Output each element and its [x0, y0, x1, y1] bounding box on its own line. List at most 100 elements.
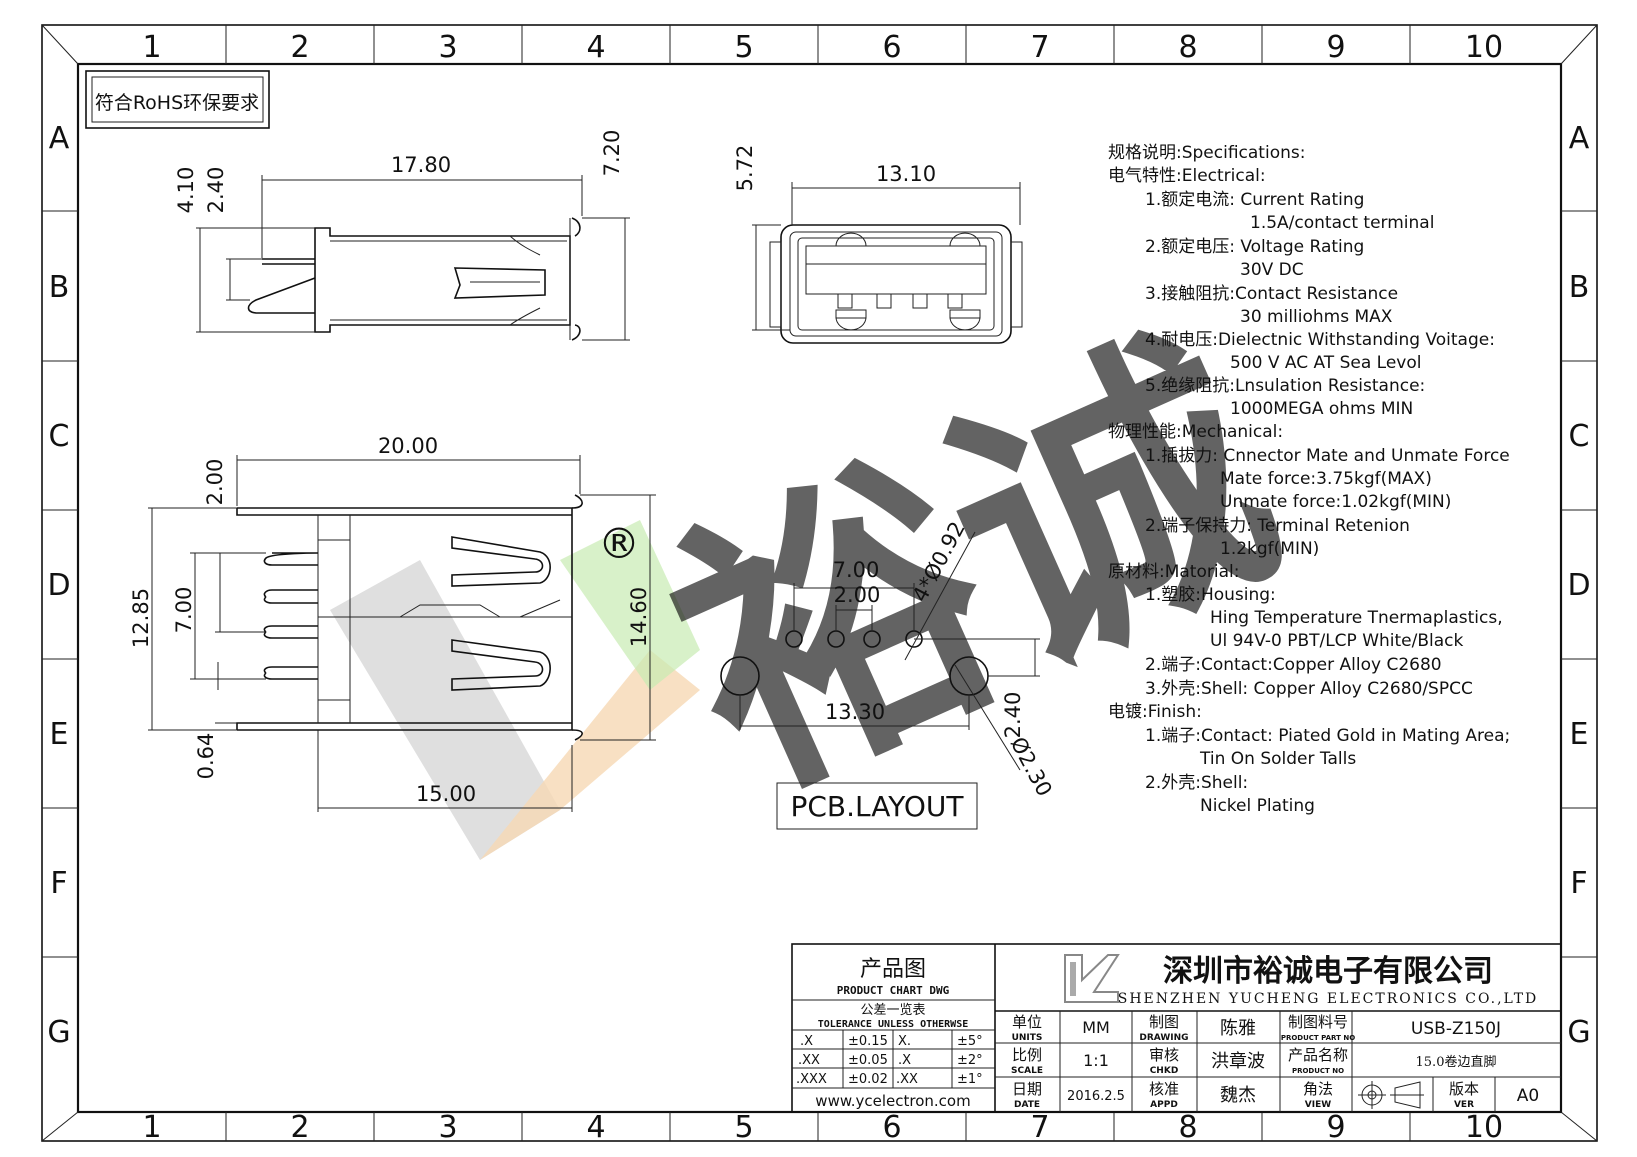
appd-value: 魏杰: [1220, 1085, 1256, 1106]
grid-col-label: 5: [734, 1110, 753, 1145]
grid-col-label: 2: [290, 1110, 309, 1145]
scale-value: 1:1: [1083, 1051, 1109, 1070]
grid-row-label: E: [1570, 717, 1589, 752]
title-tolerance-en: TOLERANCE UNLESS OTHERWSE: [818, 1019, 969, 1030]
grid-col-label: 6: [882, 30, 901, 65]
dim-top-h1: 4.10: [174, 167, 198, 214]
ver-cn: 版本: [1449, 1080, 1479, 1098]
company-website: www.ycelectron.com: [815, 1092, 970, 1110]
tolerance-cell: ±2°: [957, 1053, 983, 1068]
ver-value: A0: [1517, 1086, 1539, 1106]
rohs-label: 符合RoHS环保要求: [95, 92, 259, 114]
drawing-en: DRAWING: [1139, 1033, 1188, 1043]
dim-top-h3: 7.20: [600, 130, 624, 177]
dim-pcb-offset: 2.40: [1001, 692, 1025, 739]
grid-row-label: C: [1569, 419, 1590, 454]
spec-line: 2.端子:Contact:Copper Alloy C2680: [1145, 655, 1442, 675]
chkd-cn: 审核: [1149, 1046, 1179, 1064]
date-value: 2016.2.5: [1067, 1089, 1125, 1104]
spec-line: 1.5A/contact terminal: [1250, 213, 1434, 233]
spec-line: Mate force:3.75kgf(MAX): [1220, 469, 1432, 489]
dim-pcb-hole-big: Ø2.30: [1006, 733, 1057, 800]
dim-side-height: 12.85: [129, 588, 153, 648]
date-cn: 日期: [1012, 1080, 1042, 1098]
grid-col-label: 5: [734, 30, 753, 65]
spec-line: 规格说明:Specifications:: [1108, 143, 1305, 163]
tolerance-cell: ±0.05: [848, 1053, 888, 1068]
company-name-cn: 深圳市裕诚电子有限公司: [1163, 954, 1493, 989]
grid-row-labels-left: A B C D E F G: [47, 121, 70, 1050]
grid-row-label: B: [49, 270, 70, 305]
grid-row-label: B: [1569, 270, 1590, 305]
spec-line: 1.2kgf(MIN): [1220, 539, 1319, 559]
title-block: 产品图 PRODUCT CHART DWG 公差一览表 TOLERANCE UN…: [791, 943, 1562, 1113]
spec-line: 5.绝缘阻抗:Lnsulation Resistance:: [1145, 376, 1425, 396]
appd-cn: 核准: [1149, 1080, 1179, 1098]
partno-cn: 制图料号: [1288, 1013, 1348, 1031]
spec-line: 电气特性:Electrical:: [1108, 166, 1266, 186]
dim-side-overall: 14.60: [627, 587, 651, 647]
side-view: 20.00 2.00 12.85 7.00 14.60 0.64 15.00: [129, 434, 656, 812]
dim-side-pitch: 7.00: [172, 587, 196, 634]
grid-row-label: G: [47, 1015, 70, 1050]
spec-line: 3.接触阻抗:Contact Resistance: [1145, 284, 1398, 304]
grid-column-labels-bottom: 1 2 3 4 5 6 7 8 9 10: [142, 1110, 1503, 1145]
projection-symbol-icon: [1358, 1081, 1424, 1109]
spec-line: 1.端子:Contact: Piated Gold in Mating Area…: [1145, 726, 1510, 746]
spec-line: 500 V AC AT Sea Levol: [1230, 353, 1421, 373]
dim-top-h2: 2.40: [204, 167, 228, 214]
dim-front-width: 13.10: [876, 162, 936, 186]
tolerance-cell: ±1°: [957, 1072, 983, 1087]
spec-line: 30 milliohms MAX: [1240, 307, 1393, 327]
spec-line: 2.额定电压: Voltage Rating: [1145, 237, 1364, 257]
grid-col-label: 9: [1326, 30, 1345, 65]
tolerance-cell: ±5°: [957, 1034, 983, 1049]
spec-line: 物理性能:Mechanical:: [1108, 422, 1283, 442]
dim-pcb-span: 13.30: [825, 700, 885, 724]
scale-en: SCALE: [1011, 1066, 1043, 1076]
grid-col-label: 10: [1465, 30, 1503, 65]
outer-border: [41, 24, 1598, 1142]
spec-line: Ul 94V-0 PBT/LCP White/Black: [1210, 631, 1464, 651]
spec-line: 3.外壳:Shell: Copper Alloy C2680/SPCC: [1145, 679, 1473, 699]
spec-line: 30V DC: [1240, 260, 1304, 280]
spec-line: Nickel Plating: [1200, 796, 1315, 816]
partno-value: USB-Z150J: [1411, 1019, 1501, 1039]
spec-line: 2.外壳:Shell:: [1145, 773, 1248, 793]
spec-line: 4.耐电压:Dielectnic Withstanding Voitage:: [1145, 330, 1495, 350]
units-value: MM: [1082, 1018, 1110, 1037]
dim-pcb-pitch-inner: 2.00: [834, 583, 881, 607]
dim-side-base: 15.00: [416, 782, 476, 806]
drawing-value: 陈雅: [1220, 1018, 1256, 1039]
tolerance-cell: .XX: [896, 1072, 918, 1087]
drawing-cn: 制图: [1149, 1013, 1179, 1031]
spec-line: Hing Temperature Tnermaplastics,: [1210, 608, 1503, 628]
partno-en: PRODUCT PART NO: [1281, 1034, 1355, 1042]
spec-line: Unmate force:1.02kgf(MIN): [1220, 492, 1451, 512]
grid-col-label: 4: [586, 30, 605, 65]
grid-col-label: 7: [1030, 1110, 1049, 1145]
tolerance-cell: X.: [898, 1034, 911, 1049]
grid-col-label: 10: [1465, 1110, 1503, 1145]
tolerance-cell: .XXX: [796, 1072, 827, 1087]
dim-pcb-pitch-outer: 7.00: [833, 558, 880, 582]
units-cn: 单位: [1012, 1013, 1042, 1031]
dim-top-length: 17.80: [391, 153, 451, 177]
grid-row-label: F: [1570, 866, 1587, 901]
company-name-en: SHENZHEN YUCHENG ELECTRONICS CO.,LTD: [1118, 991, 1539, 1007]
grid-row-label: A: [1569, 121, 1590, 156]
grid-col-label: 3: [438, 1110, 457, 1145]
dim-side-top: 2.00: [203, 459, 227, 506]
spec-line: 电镀:Finish:: [1108, 702, 1202, 722]
grid-col-label: 9: [1326, 1110, 1345, 1145]
grid-col-label: 1: [142, 1110, 161, 1145]
grid-col-label: 2: [290, 30, 309, 65]
spec-line: 2.端子保持力: Terminal Retenion: [1145, 516, 1410, 536]
grid-column-labels-top: 1 2 3 4 5 6 7 8 9 10: [142, 30, 1503, 65]
grid-row-label: F: [50, 866, 67, 901]
title-product-en: PRODUCT CHART DWG: [837, 984, 950, 997]
dim-front-height: 5.72: [733, 145, 757, 192]
grid-row-label: G: [1567, 1015, 1590, 1050]
grid-col-label: 8: [1178, 30, 1197, 65]
grid-col-label: 6: [882, 1110, 901, 1145]
